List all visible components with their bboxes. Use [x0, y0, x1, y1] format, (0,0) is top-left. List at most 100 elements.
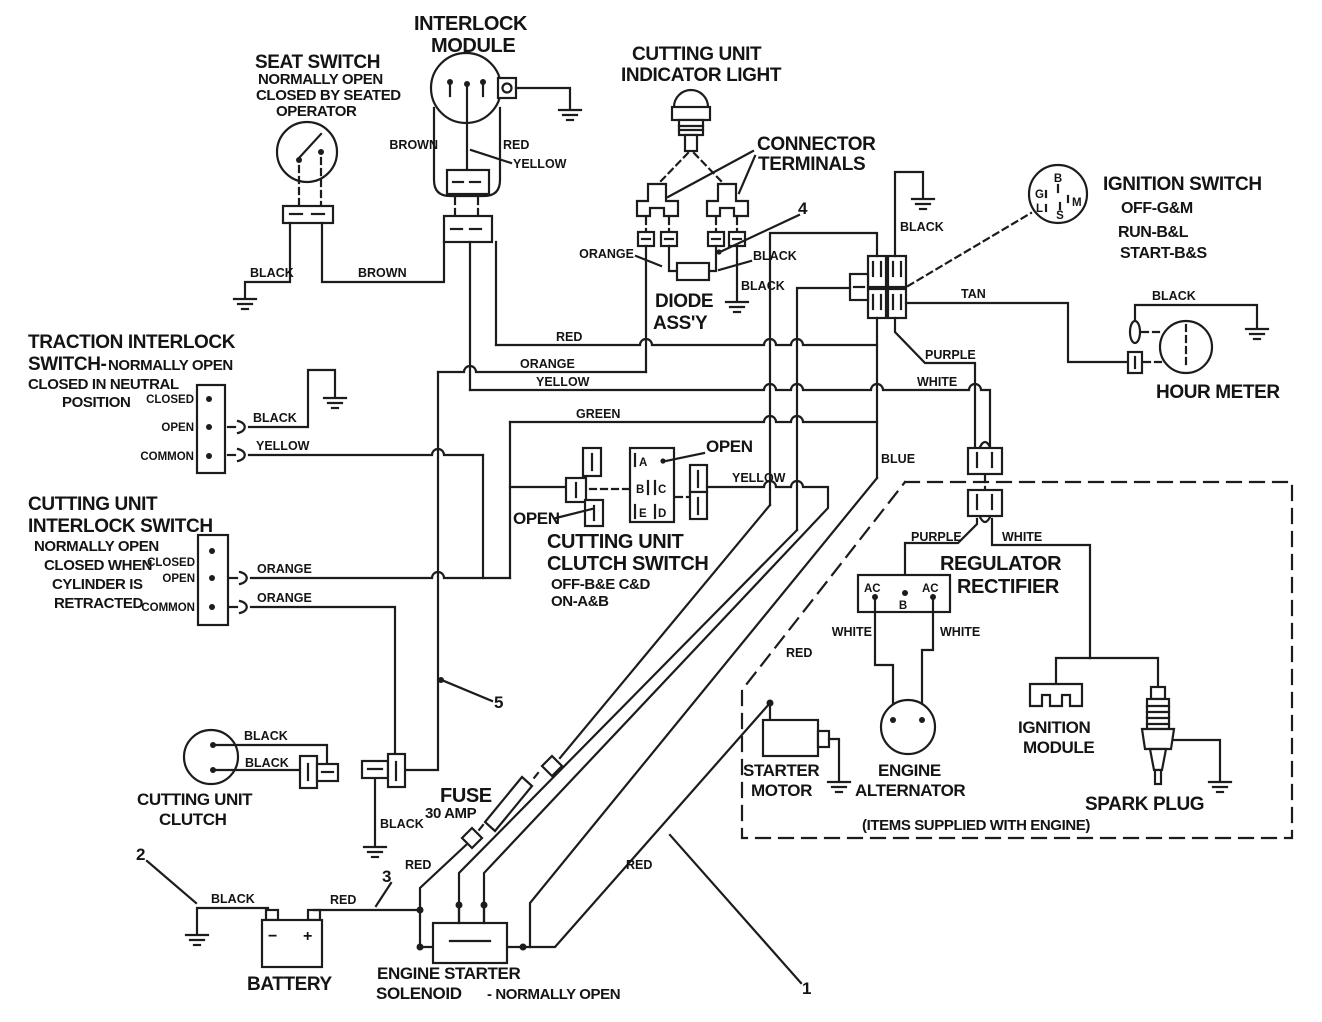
wire-to-plug [1088, 656, 1160, 689]
engine-items-boundary [740, 480, 1294, 840]
svg-text:BLACK: BLACK [741, 279, 785, 293]
svg-text:G: G [1035, 189, 1044, 201]
ignition-switch-symbol [1027, 163, 1089, 225]
wire-brown [320, 221, 446, 284]
module-body [432, 106, 502, 198]
wire-diode-right [707, 244, 718, 273]
pointer-line [737, 154, 757, 195]
svg-text:CUTTING UNIT: CUTTING UNIT [632, 44, 762, 65]
ground-harness [362, 845, 388, 859]
svg-text:ENGINE: ENGINE [878, 761, 941, 780]
svg-text:INTERLOCK: INTERLOCK [414, 13, 528, 35]
battery: BLACK − + RED 3 BATTERY [184, 867, 424, 995]
terminal-connector-left [635, 182, 680, 218]
svg-text:MODULE: MODULE [1023, 738, 1094, 757]
svg-text:CLOSED: CLOSED [146, 394, 194, 406]
callout-2: 2 [136, 845, 145, 864]
svg-text:BLACK: BLACK [900, 220, 944, 234]
wire-purple-lower [903, 517, 979, 595]
svg-text:CLOSED BY SEATED: CLOSED BY SEATED [256, 87, 401, 104]
svg-text:RED: RED [503, 138, 529, 152]
svg-text:CUTTING UNIT: CUTTING UNIT [137, 790, 253, 809]
svg-text:FUSE: FUSE [440, 785, 492, 807]
diode [675, 261, 711, 282]
svg-text:WHITE: WHITE [1002, 530, 1042, 544]
svg-text:BLACK: BLACK [211, 892, 255, 906]
svg-text:BLACK: BLACK [380, 817, 424, 831]
ground-spark-plug [1207, 780, 1233, 794]
svg-text:STARTER: STARTER [743, 761, 819, 780]
svg-text:MODULE: MODULE [431, 35, 515, 57]
svg-text:NORMALLY OPEN: NORMALLY OPEN [34, 538, 159, 555]
svg-text:MOTOR: MOTOR [751, 781, 812, 800]
svg-text:RED: RED [556, 330, 582, 344]
wire-starter-ground [827, 737, 841, 782]
cutting-unit-indicator-light: CUTTING UNIT INDICATOR LIGHT [621, 44, 782, 183]
svg-text:BATTERY: BATTERY [247, 974, 333, 995]
svg-text:CYLINDER IS: CYLINDER IS [52, 576, 143, 593]
wire-green-bus [508, 414, 879, 424]
ground-block [910, 197, 936, 211]
svg-text:BLACK: BLACK [1152, 289, 1196, 303]
callout-1: 1 [802, 979, 811, 998]
wire-black-hourmeter [1133, 303, 1259, 329]
callout-2-line [145, 859, 198, 905]
callout-4-line [720, 213, 801, 253]
svg-text:POSITION: POSITION [62, 394, 130, 411]
svg-text:S: S [1056, 210, 1064, 222]
traction-interlock-switch: TRACTION INTERLOCK SWITCH- NORMALLY OPEN… [28, 332, 485, 475]
svg-text:B: B [899, 600, 907, 612]
svg-text:GREEN: GREEN [576, 407, 620, 421]
diode-assy: ORANGE BLACK BLACK DIODE ASS'Y [579, 244, 797, 374]
module-tab [496, 76, 518, 100]
terminal-connector-right [705, 182, 750, 218]
svg-text:WHITE: WHITE [940, 625, 980, 639]
seat-switch: SEAT SWITCH NORMALLY OPEN CLOSED BY SEAT… [232, 52, 446, 311]
wire-module-ground [514, 86, 572, 110]
wire-to-module [1054, 656, 1092, 686]
cable-blue [528, 476, 879, 949]
svg-text:CLUTCH: CLUTCH [159, 810, 227, 829]
fuse-connector-upper [540, 754, 564, 778]
callout-3-line [374, 881, 393, 908]
svg-text:E: E [639, 508, 647, 520]
engine-alternator: ENGINE ALTERNATOR [855, 698, 966, 800]
wire-black-clutch-1 [214, 743, 329, 765]
wire-plug-ground [1172, 738, 1222, 782]
main-connector-block: BLACK BLUE PURPLE TAN [768, 170, 1129, 532]
ground-diode [724, 300, 750, 314]
svg-text:BLACK: BLACK [244, 729, 288, 743]
svg-text:WHITE: WHITE [832, 625, 872, 639]
svg-text:+: + [303, 928, 312, 945]
wire-white-ac-right [920, 595, 935, 722]
svg-text:L: L [1036, 203, 1043, 215]
wire-purple-upper [893, 316, 977, 450]
svg-text:YELLOW: YELLOW [732, 471, 786, 485]
svg-text:WHITE: WHITE [917, 375, 957, 389]
svg-text:NORMALLY OPEN: NORMALLY OPEN [108, 357, 233, 374]
ground-interlock-module [557, 108, 583, 122]
callout-5-line [442, 679, 494, 703]
callout-1-line [668, 833, 803, 985]
ground-starter [826, 780, 852, 794]
pointer-line [666, 149, 755, 199]
open-label-left: OPEN [513, 509, 560, 528]
svg-text:RUN-B&L: RUN-B&L [1118, 224, 1189, 241]
seat-switch-connector [281, 204, 335, 225]
wire-red-bus [494, 337, 879, 347]
svg-text:CUTTING UNIT: CUTTING UNIT [28, 494, 158, 515]
svg-text:YELLOW: YELLOW [256, 439, 310, 453]
svg-text:BLACK: BLACK [753, 249, 797, 263]
svg-text:ORANGE: ORANGE [579, 247, 634, 261]
harness-connector: BLACK 5 [360, 677, 503, 859]
connector-terminals: CONNECTOR TERMINALS 4 [635, 134, 877, 255]
bulb-lead [659, 151, 690, 183]
interlock-module: INTERLOCK MODULE BROWN RED YELLOW [389, 13, 583, 244]
svg-text:RED: RED [330, 893, 356, 907]
diagonal-cables: FUSE 30 AMP RED RED RED 1 [405, 476, 879, 998]
svg-text:PURPLE: PURPLE [925, 348, 976, 362]
svg-text:CLOSED WHEN: CLOSED WHEN [44, 557, 152, 574]
wire-diode-left [667, 244, 679, 273]
svg-text:AC: AC [922, 583, 939, 595]
